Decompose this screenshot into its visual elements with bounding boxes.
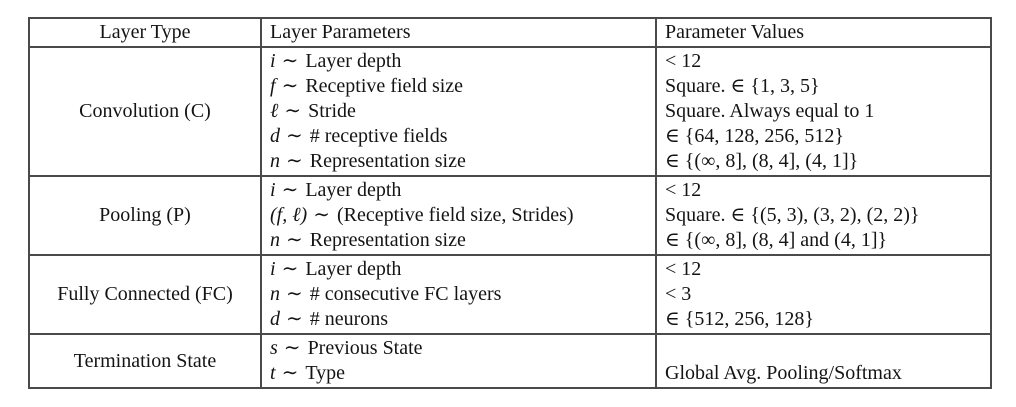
- param-line: i∼ Layer depth: [270, 257, 654, 282]
- param-desc: Layer depth: [305, 50, 402, 72]
- param-symbol: t: [270, 362, 276, 384]
- param-line: i∼ Layer depth: [270, 49, 654, 74]
- param-symbol: i: [270, 50, 276, 72]
- value-line: < 12: [665, 179, 702, 201]
- param-line: n ∼ Representation size: [270, 228, 654, 253]
- param-symbol: d: [270, 308, 280, 330]
- param-symbol: ℓ: [270, 100, 279, 122]
- param-desc: Receptive field size: [305, 75, 464, 97]
- tilde-operator: ∼: [313, 204, 330, 226]
- param-symbol: i: [270, 179, 276, 201]
- tilde-operator: ∼: [284, 100, 302, 122]
- value-cell-fully-connected: < 12 < 3 ∈ {512, 256, 128}: [655, 254, 992, 335]
- param-desc: # receptive fields: [309, 125, 448, 147]
- value-line: ∈ {(∞, 8], (8, 4], (4, 1]}: [665, 150, 859, 172]
- value-cell-pooling: < 12 Square. ∈ {(5, 3), (3, 2), (2, 2)} …: [655, 175, 992, 256]
- param-symbol: (f, ℓ): [270, 204, 308, 226]
- param-desc: Type: [305, 362, 346, 384]
- value-cell-convolution: < 12 Square. ∈ {1, 3, 5} Square. Always …: [655, 46, 992, 177]
- param-line: ℓ∼ Stride: [270, 99, 654, 124]
- value-line: ∈ {512, 256, 128}: [665, 308, 815, 330]
- param-desc: Representation size: [309, 150, 466, 172]
- param-cell-pooling: i∼Layer depth (f, ℓ)∼(Receptive field si…: [260, 175, 657, 256]
- tilde-operator: ∼: [283, 337, 301, 359]
- column-header-parameter-values: Parameter Values: [655, 17, 992, 48]
- value-line: [665, 336, 989, 361]
- layer-search-space-table: Layer Type Layer Parameters Parameter Va…: [28, 17, 992, 389]
- column-header-layer-type: Layer Type: [28, 17, 262, 48]
- param-line: n ∼ Representation size: [270, 149, 654, 174]
- tilde-operator: ∼: [286, 229, 303, 251]
- param-symbol: d: [270, 125, 280, 147]
- value-line: Global Avg. Pooling/Softmax: [665, 362, 902, 384]
- tilde-operator: ∼: [286, 308, 303, 330]
- layer-type-label-convolution: Convolution (C): [28, 46, 262, 177]
- layer-type-label-pooling: Pooling (P): [28, 175, 262, 256]
- param-line: f∼ Receptive field size: [270, 74, 654, 99]
- param-desc: Stride: [308, 100, 356, 122]
- tilde-operator: ∼: [281, 50, 299, 72]
- table-row-convolution: Convolution (C) i∼Layer depth f∼Receptiv…: [28, 46, 992, 177]
- layer-type-label-termination-state: Termination State: [28, 333, 262, 389]
- value-line: ∈ {64, 128, 256, 512}: [665, 125, 845, 147]
- tilde-operator: ∼: [281, 362, 299, 384]
- param-line: t∼ Type: [270, 361, 654, 386]
- tilde-operator: ∼: [281, 179, 299, 201]
- value-line: < 12: [665, 258, 702, 280]
- value-line: Square. ∈ {(5, 3), (3, 2), (2, 2)}: [665, 204, 920, 226]
- value-line: Square. ∈ {1, 3, 5}: [665, 75, 820, 97]
- tilde-operator: ∼: [286, 125, 303, 147]
- param-line: d ∼ # receptive fields: [270, 124, 654, 149]
- param-symbol: n: [270, 283, 280, 305]
- value-line: ∈ {(∞, 8], (8, 4] and (4, 1]}: [665, 229, 888, 251]
- param-desc: # neurons: [309, 308, 389, 330]
- tilde-operator: ∼: [281, 258, 299, 280]
- table-row-pooling: Pooling (P) i∼Layer depth (f, ℓ)∼(Recept…: [28, 175, 992, 256]
- table-row-termination-state: Termination State s∼Previous State t∼Typ…: [28, 333, 992, 389]
- param-symbol: i: [270, 258, 276, 280]
- param-desc: Layer depth: [305, 179, 402, 201]
- param-symbol: n: [270, 229, 280, 251]
- param-line: d ∼ # neurons: [270, 307, 654, 332]
- tilde-operator: ∼: [286, 283, 303, 305]
- param-cell-fully-connected: i∼Layer depth n∼# consecutive FC layers …: [260, 254, 657, 335]
- header-row: Layer Type Layer Parameters Parameter Va…: [28, 17, 992, 48]
- param-desc: Layer depth: [305, 258, 402, 280]
- param-symbol: n: [270, 150, 280, 172]
- table-row-fully-connected: Fully Connected (FC) i∼Layer depth n∼# c…: [28, 254, 992, 335]
- param-line: (f, ℓ)∼ (Receptive field size, Strides): [270, 203, 654, 228]
- value-cell-termination-state: Global Avg. Pooling/Softmax: [655, 333, 992, 389]
- param-desc: Representation size: [309, 229, 466, 251]
- param-desc: (Receptive field size, Strides): [336, 204, 574, 226]
- param-symbol: f: [270, 75, 276, 97]
- param-cell-termination-state: s∼Previous State t∼Type: [260, 333, 657, 389]
- param-desc: Previous State: [307, 337, 423, 359]
- layer-type-label-fully-connected: Fully Connected (FC): [28, 254, 262, 335]
- param-cell-convolution: i∼Layer depth f∼Receptive field size ℓ∼S…: [260, 46, 657, 177]
- value-line: Square. Always equal to 1: [665, 100, 875, 122]
- param-desc: # consecutive FC layers: [309, 283, 502, 305]
- column-header-layer-parameters: Layer Parameters: [260, 17, 657, 48]
- param-line: s∼ Previous State: [270, 336, 654, 361]
- param-symbol: s: [270, 337, 278, 359]
- value-line: < 12: [665, 50, 702, 72]
- tilde-operator: ∼: [281, 75, 299, 97]
- tilde-operator: ∼: [286, 150, 303, 172]
- param-line: n ∼ # consecutive FC layers: [270, 282, 654, 307]
- value-line: < 3: [665, 283, 692, 305]
- param-line: i∼ Layer depth: [270, 178, 654, 203]
